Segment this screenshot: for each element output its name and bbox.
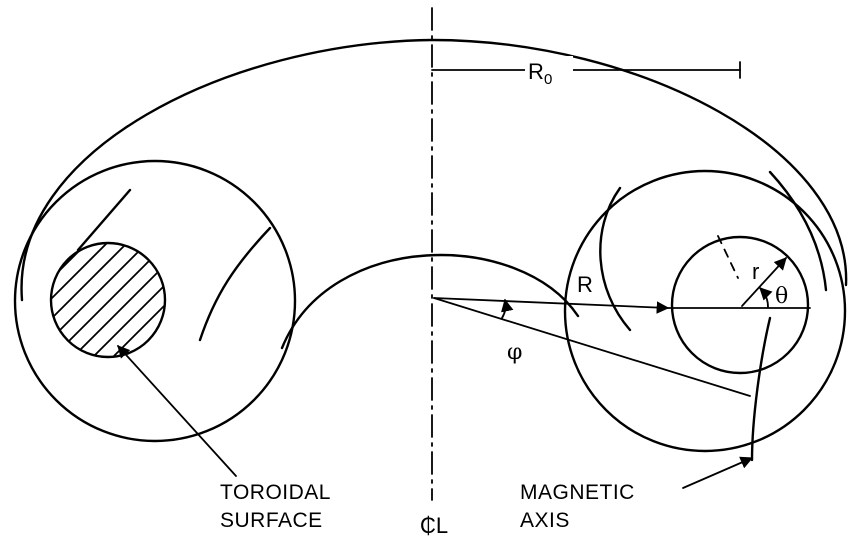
magnetic-axis-curve xyxy=(750,316,772,462)
magnetic-axis-label-line1: MAGNETIC xyxy=(520,481,635,504)
minor-radius-label: r xyxy=(752,259,759,284)
hatched-toroidal-surface xyxy=(49,241,167,359)
major-radius-label: R xyxy=(577,272,593,297)
left-surface-arc-lower xyxy=(198,226,272,342)
major-radius-arrow xyxy=(433,297,670,314)
phi-reference-line xyxy=(433,297,751,397)
right-surface-arc-left xyxy=(599,186,632,332)
right-cross-section-circle xyxy=(563,169,847,453)
left-surface-arc-upper xyxy=(76,188,132,252)
magnetic-axis-label-line2: AXIS xyxy=(520,509,570,532)
left-cross-section-circle xyxy=(13,159,297,443)
right-inner-circle xyxy=(670,235,810,375)
phi-label: φ xyxy=(507,340,522,365)
right-surface-arc-right xyxy=(768,170,828,292)
toroidal-surface-pointer xyxy=(117,345,237,477)
centerline-label: ₵L xyxy=(420,513,448,538)
minor-radius-dashed-guide xyxy=(717,235,739,279)
toroidal-surface-label-line1: TOROIDAL xyxy=(220,481,331,504)
phi-angle-arc xyxy=(501,298,514,319)
theta-angle-arc xyxy=(759,287,773,308)
magnetic-axis-pointer xyxy=(682,456,754,489)
torus-outer-outline xyxy=(20,38,848,302)
r0-subscript: 0 xyxy=(544,71,552,88)
minor-radius-arrow xyxy=(741,257,787,307)
toroidal-surface-label-line2: SURFACE xyxy=(220,509,323,532)
r0-dimension: R 0 xyxy=(431,56,741,88)
theta-label: θ xyxy=(775,284,788,309)
r0-label: R xyxy=(528,59,544,84)
torus-inner-hole-outline xyxy=(280,253,580,350)
